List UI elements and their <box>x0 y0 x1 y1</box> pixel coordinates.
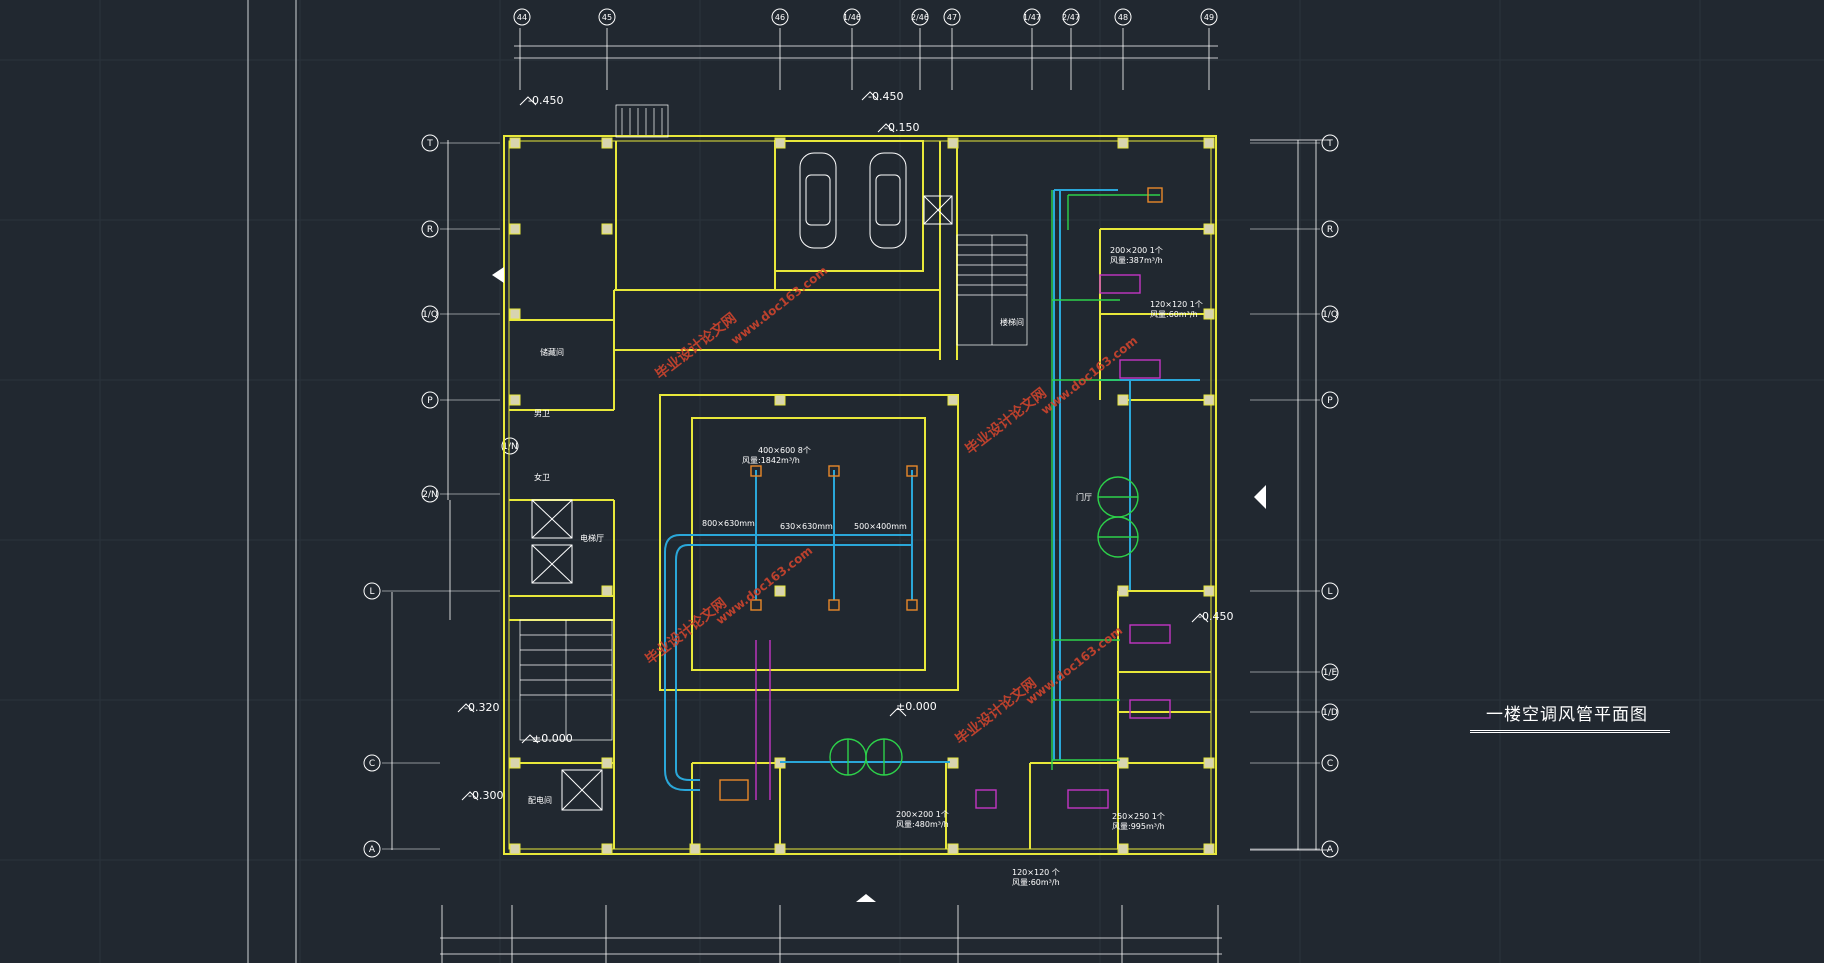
elevation-markers <box>457 91 1209 801</box>
svg-text:风量:1842m³/h: 风量:1842m³/h <box>742 456 800 465</box>
svg-text:2/N: 2/N <box>422 490 438 500</box>
svg-text:A: A <box>369 845 376 855</box>
svg-text:T: T <box>1326 139 1333 149</box>
svg-text:1/46: 1/46 <box>843 13 861 22</box>
hvac-ducts <box>664 189 1200 791</box>
svg-text:400×600 8个: 400×600 8个 <box>758 446 811 455</box>
svg-text:C: C <box>369 759 375 769</box>
svg-text:800×630mm: 800×630mm <box>702 519 755 528</box>
svg-text:2/47: 2/47 <box>1062 13 1080 22</box>
green-branches <box>829 190 1160 776</box>
svg-text:46: 46 <box>775 13 785 22</box>
svg-text:120×120 1个: 120×120 1个 <box>1150 300 1203 309</box>
svg-text:R: R <box>427 225 433 235</box>
svg-text:毕业设计论文网: 毕业设计论文网 <box>642 594 730 668</box>
svg-text:120×120 个: 120×120 个 <box>1012 868 1060 877</box>
svg-text:630×630mm: 630×630mm <box>780 522 833 531</box>
grid-bubbles-right <box>1321 134 1339 858</box>
watermarks: 毕业设计论文网 www.doc163.com 毕业设计论文网 www.doc16… <box>642 263 1140 748</box>
svg-text:www.doc163.com: www.doc163.com <box>1023 623 1125 707</box>
svg-text:1/D: 1/D <box>1322 708 1338 718</box>
top-dimension-lines <box>514 28 1218 90</box>
svg-text:1/E: 1/E <box>1323 668 1338 678</box>
svg-text:-0.450: -0.450 <box>868 90 903 103</box>
drawing-title-underline <box>1470 694 1670 733</box>
svg-text:T: T <box>426 139 433 149</box>
svg-text:毕业设计论文网: 毕业设计论文网 <box>652 309 740 383</box>
grid-bubbles-top <box>513 8 1218 26</box>
structural-columns <box>509 137 1215 855</box>
svg-text:毕业设计论文网: 毕业设计论文网 <box>962 384 1050 458</box>
svg-text:±0.000: ±0.000 <box>896 700 937 713</box>
svg-text:女卫: 女卫 <box>534 472 550 482</box>
grid-bubble-labels-top: 44 45 46 1/46 2/46 47 1/47 2/47 48 49 <box>517 13 1214 22</box>
svg-text:www.doc163.com: www.doc163.com <box>713 543 815 627</box>
grid-bubbles-left <box>363 134 519 858</box>
svg-text:1/Q: 1/Q <box>422 310 438 320</box>
duct-annotations: 400×600 8个 风量:1842m³/h 800×630mm 630×630… <box>702 246 1203 887</box>
svg-text:P: P <box>1327 396 1333 406</box>
svg-text:200×200 1个: 200×200 1个 <box>1110 246 1163 255</box>
svg-text:R: R <box>1327 225 1333 235</box>
svg-text:男卫: 男卫 <box>534 409 550 418</box>
grid-bubble-labels-left: T R 1/Q P 2/N 1/N L C A <box>369 139 518 855</box>
svg-text:45: 45 <box>602 13 612 22</box>
svg-text:2/46: 2/46 <box>911 13 929 22</box>
side-dimension-lines <box>391 139 1330 851</box>
svg-text:-0.450: -0.450 <box>1198 610 1233 623</box>
bottom-dimension-lines <box>440 905 1222 963</box>
svg-text:储藏间: 储藏间 <box>540 347 564 357</box>
svg-text:L: L <box>369 587 374 597</box>
drawing-title: 一楼空调风管平面图 <box>1486 705 1648 725</box>
svg-text:毕业设计论文网: 毕业设计论文网 <box>952 674 1040 748</box>
svg-text:风量:60m³/h: 风量:60m³/h <box>1150 310 1198 319</box>
svg-text:44: 44 <box>517 13 527 22</box>
svg-text:250×250 1个: 250×250 1个 <box>1112 812 1165 821</box>
svg-text:47: 47 <box>947 13 957 22</box>
magenta-ducts <box>755 274 1171 809</box>
room-labels: 门厅 配电间 男卫 女卫 储藏间 楼梯间 电梯厅 <box>528 317 1092 805</box>
grid-bubble-labels-right: T R 1/Q P L 1/E 1/D C A <box>1322 139 1338 855</box>
svg-text:配电间: 配电间 <box>528 795 552 805</box>
svg-text:风量:480m³/h: 风量:480m³/h <box>896 820 949 829</box>
svg-text:49: 49 <box>1204 13 1214 22</box>
elevators <box>531 195 953 811</box>
svg-text:-0.300: -0.300 <box>468 789 503 802</box>
elevation-labels: -0.450 -0.450 -0.150 -0.450 ±0.000 ±0.00… <box>464 90 1233 802</box>
air-diffusers <box>719 187 1163 801</box>
svg-text:风量:995m³/h: 风量:995m³/h <box>1112 822 1165 831</box>
svg-text:P: P <box>427 396 433 406</box>
svg-text:C: C <box>1327 759 1333 769</box>
svg-text:门厅: 门厅 <box>1076 492 1092 502</box>
svg-text:-0.150: -0.150 <box>884 121 919 134</box>
svg-text:A: A <box>1327 845 1334 855</box>
car-outlines <box>799 152 907 249</box>
svg-text:1/N: 1/N <box>502 442 518 452</box>
svg-text:-0.320: -0.320 <box>464 701 499 714</box>
svg-text:风量:387m³/h: 风量:387m³/h <box>1110 256 1163 265</box>
svg-text:500×400mm: 500×400mm <box>854 522 907 531</box>
svg-text:风量:60m³/h: 风量:60m³/h <box>1012 878 1060 887</box>
svg-text:-0.450: -0.450 <box>528 94 563 107</box>
svg-text:楼梯间: 楼梯间 <box>1000 317 1024 327</box>
svg-text:L: L <box>1327 587 1332 597</box>
entrance-markers <box>492 267 1266 902</box>
svg-text:±0.000: ±0.000 <box>532 732 573 745</box>
svg-text:1/Q: 1/Q <box>1322 310 1338 320</box>
stair-hatch <box>519 104 1028 741</box>
svg-text:200×200 1个: 200×200 1个 <box>896 810 949 819</box>
svg-text:电梯厅: 电梯厅 <box>580 533 604 543</box>
svg-text:1/47: 1/47 <box>1023 13 1041 22</box>
svg-text:48: 48 <box>1118 13 1128 22</box>
svg-text:www.doc163.com: www.doc163.com <box>728 263 830 347</box>
grid-axis-lines <box>382 142 1320 850</box>
building-walls <box>503 135 1217 855</box>
